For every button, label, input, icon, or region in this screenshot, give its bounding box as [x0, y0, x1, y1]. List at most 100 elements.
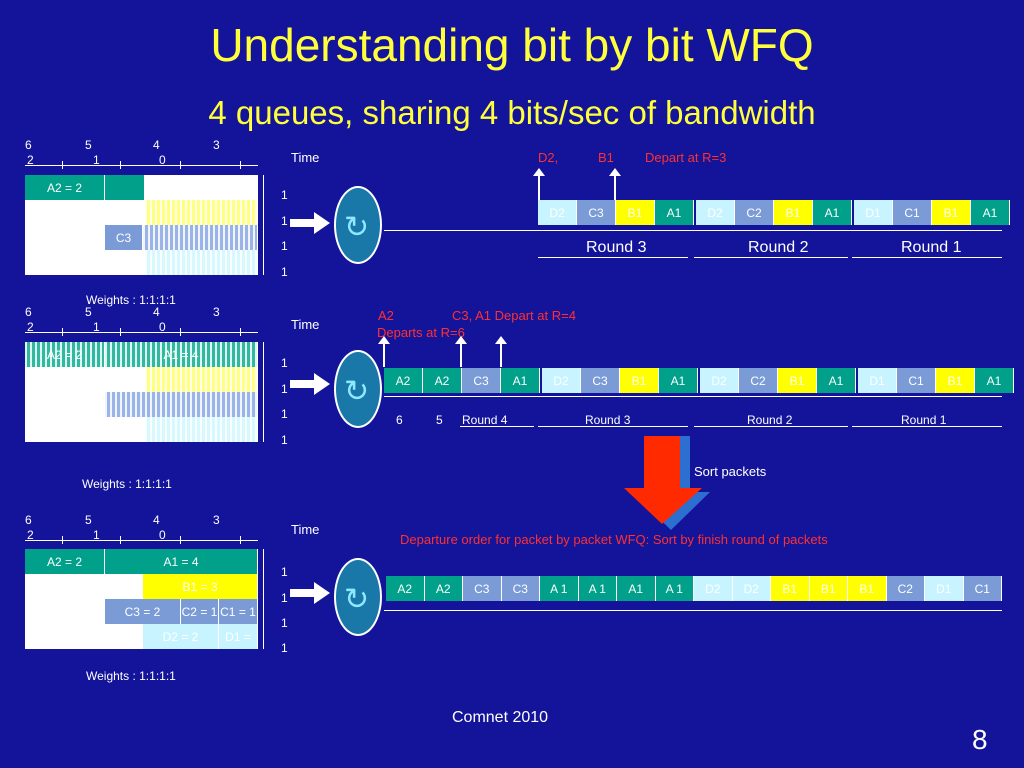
axis-top-label: 3	[213, 513, 220, 527]
queue-packet: D2	[542, 368, 581, 393]
packet-a1: A1 = 4	[105, 549, 258, 574]
packet-d2: D2 = 2	[143, 624, 219, 649]
depart-label-b1: B1	[598, 150, 614, 165]
axis-tick	[120, 536, 121, 544]
axis-tick	[120, 328, 121, 336]
round-span	[852, 257, 1002, 258]
axis-bottom-label: 1	[93, 528, 100, 542]
queue-packet: A1	[617, 576, 656, 601]
packet-a2-ghost: A2 = 2	[25, 342, 105, 367]
time-axis	[25, 165, 258, 166]
queue-packet: A1	[975, 368, 1014, 393]
queue-packet: C3	[463, 576, 502, 601]
depart-label-c3-a1: C3, A1 Depart at R=4	[452, 308, 576, 323]
axis-top-label: 4	[153, 513, 160, 527]
time-label: Time	[291, 150, 320, 165]
page-number: 8	[972, 724, 988, 755]
side-label: 1	[281, 382, 288, 396]
queue-packet: A2	[384, 368, 423, 393]
side-bracket	[263, 549, 274, 649]
queue-packet: B1	[932, 200, 971, 225]
packet-d1: D1 =	[219, 624, 258, 649]
queue-packet: B1	[936, 368, 975, 393]
packet-a2: A2 = 2	[25, 549, 105, 574]
up-arrow-icon	[533, 168, 545, 200]
packet-d-ghost	[145, 250, 258, 275]
queue-packet: D2	[538, 200, 577, 225]
round-label: Round 3	[585, 413, 631, 427]
queue-packet: A1	[501, 368, 540, 393]
side-label: 1	[281, 616, 288, 630]
axis-tick	[180, 536, 181, 544]
queue-packet: C2	[886, 576, 925, 601]
packet-a1	[105, 175, 145, 200]
queue-packet: A2	[423, 368, 462, 393]
packet-c3: C3	[105, 225, 143, 250]
packet-b1-ghost	[145, 367, 258, 392]
queue-packet: B1	[809, 576, 848, 601]
queue-packet: C2	[739, 368, 778, 393]
queue-packet: C3	[501, 576, 540, 601]
queue-packet: B1	[774, 200, 813, 225]
axis-tick	[240, 536, 241, 544]
side-label: 1	[281, 188, 288, 202]
queue-packet: D1	[925, 576, 964, 601]
packet-c2: C2 = 1	[181, 599, 219, 624]
axis-top-label: 6	[25, 138, 32, 152]
up-arrow-icon	[378, 336, 390, 367]
axis-tick	[62, 536, 63, 544]
packet-b1-ghost	[145, 200, 258, 225]
queue-packet: C1	[897, 368, 936, 393]
round-number: 6	[396, 413, 403, 427]
queue-packet: A1	[971, 200, 1010, 225]
round-number: 5	[436, 413, 443, 427]
axis-bottom-label: 1	[93, 153, 100, 167]
axis-bottom-label: 2	[27, 528, 34, 542]
axis-tick	[180, 161, 181, 169]
side-label: 1	[281, 641, 288, 655]
packet-a1-ghost	[145, 175, 258, 200]
depart-label-a2: A2	[378, 308, 394, 323]
queue-packet: A1	[659, 368, 698, 393]
down-arrow-icon	[624, 436, 710, 530]
up-arrow-icon	[495, 336, 507, 367]
packet-c3: C3 = 2	[105, 599, 181, 624]
output-line	[384, 396, 1002, 397]
round-span	[538, 257, 688, 258]
depart-label-a2-round: Departs at R=6	[377, 325, 465, 340]
sort-packets-label: Sort packets	[694, 464, 767, 479]
queue-packet: A2	[386, 576, 425, 601]
axis-tick	[240, 161, 241, 169]
server-icon: ↻	[334, 350, 382, 428]
packet-c-ghost	[105, 392, 258, 417]
axis-top-label: 5	[85, 305, 92, 319]
side-label: 1	[281, 356, 288, 370]
axis-bottom-label: 0	[159, 320, 166, 334]
right-arrow-icon	[290, 582, 330, 604]
axis-tick	[240, 328, 241, 336]
round-label: Round 3	[586, 239, 647, 256]
axis-tick	[62, 161, 63, 169]
queue-packet: C1	[893, 200, 932, 225]
queue-packet: A 1	[655, 576, 694, 601]
round-label: Round 2	[747, 413, 793, 427]
axis-top-label: 6	[25, 513, 32, 527]
round-label: Round 4	[462, 413, 508, 427]
right-arrow-icon	[290, 373, 330, 395]
right-arrow-icon	[290, 212, 330, 234]
output-line	[384, 230, 1002, 231]
queue-packet: A1	[817, 368, 856, 393]
queue-packet: C3	[577, 200, 616, 225]
time-label: Time	[291, 522, 320, 537]
queue-packet: C2	[735, 200, 774, 225]
axis-top-label: 3	[213, 305, 220, 319]
queue-packet: D1	[854, 200, 893, 225]
slide-title: Understanding bit by bit WFQ	[210, 19, 814, 71]
queue-packet: A1	[813, 200, 852, 225]
round-span	[694, 257, 848, 258]
side-bracket	[263, 342, 274, 442]
axis-top-label: 5	[85, 513, 92, 527]
queue-packet: D2	[694, 576, 733, 601]
depart-label-d2: D2,	[538, 150, 559, 165]
axis-bottom-label: 2	[27, 320, 34, 334]
